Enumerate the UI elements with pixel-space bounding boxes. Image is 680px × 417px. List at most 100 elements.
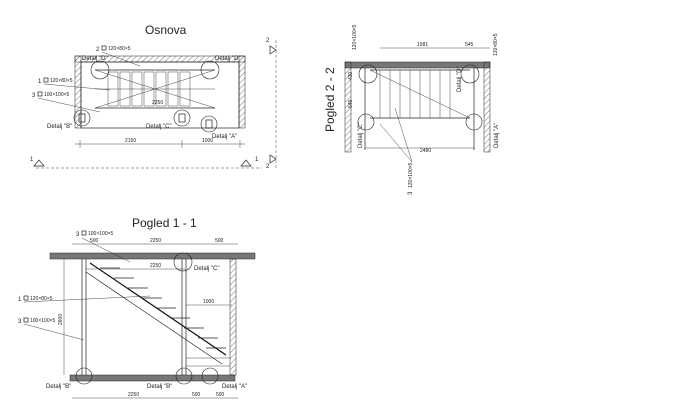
osnova-section-1-arrow bbox=[33, 159, 45, 167]
pogled22-detail-c-label: Detalj "C" bbox=[358, 122, 364, 148]
pogled11-detail-c-label: Detalj "C" bbox=[194, 266, 220, 272]
osnova-dim-inner: 2250 bbox=[152, 100, 163, 106]
pogled22-leader bbox=[394, 107, 413, 163]
pogled11-dim-2250-inner: 2250 bbox=[150, 263, 161, 269]
pogled11-marker-3-top: 3 bbox=[76, 232, 80, 238]
osnova-detail-c-label: Detalj "C" bbox=[146, 124, 172, 130]
pogled11-dim-1000: 1000 bbox=[203, 299, 214, 305]
pogled22-detail-d-label: Detalj "D" bbox=[457, 66, 463, 92]
pogled22-dim-2480: 2480 bbox=[420, 148, 431, 154]
pogled22-detail-d-circle bbox=[358, 64, 378, 84]
pogled11-stringer-lower bbox=[85, 271, 223, 365]
osnova-post bbox=[78, 113, 86, 123]
pogled11-right-wall bbox=[229, 258, 237, 376]
pogled11-profile-symbol bbox=[23, 295, 29, 301]
osnova-diagonal bbox=[94, 69, 216, 109]
pogled22-detail-d-circle bbox=[460, 64, 480, 84]
pogled22-marker-3: 3 bbox=[408, 191, 414, 195]
pogled11-profile-symbol bbox=[23, 317, 29, 323]
pogled11-dim-2600: 2600 bbox=[58, 314, 64, 325]
osnova-detail-d-right-label: Detalj "D" bbox=[215, 56, 241, 62]
osnova-detail-b-label: Detalj "B" bbox=[47, 124, 72, 130]
osnova-marker-3: 3 bbox=[32, 93, 36, 99]
pogled11-detail-b-left-label: Detalj "B" bbox=[46, 384, 71, 390]
osnova-detail-d-left-circle bbox=[90, 60, 110, 80]
osnova-profile-1-symbol bbox=[43, 77, 49, 83]
pogled11-treads bbox=[100, 267, 226, 349]
pogled11-detail-b-right-circle bbox=[175, 367, 193, 385]
pogled11-dim-500-right: 500 bbox=[215, 238, 224, 244]
pogled11-leader bbox=[23, 295, 151, 303]
pogled22-dim-545v: 545 bbox=[348, 99, 354, 108]
pogled22-dim-1581: 1581 bbox=[417, 42, 428, 48]
pogled-2-2-view: Pogled 2 - 2 Detalj "C" Detalj "A" Detal… bbox=[323, 24, 500, 195]
pogled22-balusters bbox=[379, 70, 451, 118]
osnova-post bbox=[205, 119, 213, 129]
osnova-detail-b-circle bbox=[73, 109, 91, 127]
pogled11-detail-c-circle bbox=[173, 252, 193, 272]
pogled22-right-wall bbox=[483, 61, 491, 153]
osnova-profile-3: 100×100×5 bbox=[44, 92, 70, 98]
pogled11-dim-500-bottom-1: 500 bbox=[192, 392, 201, 398]
pogled22-leader bbox=[379, 123, 413, 163]
osnova-section-1-right: 1 bbox=[255, 157, 259, 163]
osnova-dim-1000: 1000 bbox=[202, 138, 213, 144]
osnova-detail-d-left-label: Detalj "D" bbox=[82, 56, 108, 62]
pogled22-diagonal bbox=[369, 69, 471, 119]
pogled11-dim-500-left: 500 bbox=[90, 238, 99, 244]
pogled22-dim-545: 545 bbox=[465, 42, 474, 48]
pogled11-profile-symbol bbox=[81, 230, 87, 236]
osnova-profile-1: 120×80×5 bbox=[50, 78, 73, 84]
osnova-stair-outline bbox=[80, 61, 240, 129]
osnova-marker-2: 2 bbox=[96, 47, 100, 53]
pogled-1-1-view: Pogled 1 - 1 Deta bbox=[18, 216, 256, 399]
osnova-leader bbox=[37, 97, 101, 113]
osnova-title: Osnova bbox=[145, 23, 187, 37]
osnova-profile-2: 120×80×5 bbox=[108, 46, 131, 52]
pogled11-detail-b-right-label: Detalj "B" bbox=[147, 384, 172, 390]
osnova-profile-3-symbol bbox=[37, 91, 43, 97]
osnova-leader bbox=[101, 51, 141, 67]
pogled11-leader bbox=[81, 237, 131, 263]
pogled22-detail-a-label: Detalj "A" bbox=[494, 123, 500, 148]
pogled22-profile-top: 120×100×5 bbox=[352, 24, 358, 50]
osnova-section-1-left: 1 bbox=[30, 157, 34, 163]
osnova-right-wall bbox=[238, 55, 246, 129]
pogled11-floor-slab bbox=[69, 374, 236, 382]
pogled11-detail-a-label: Detalj "A" bbox=[222, 384, 247, 390]
pogled22-left-wall bbox=[344, 61, 352, 153]
pogled22-profile-right: 120×80×5 bbox=[493, 33, 499, 56]
osnova-detail-c-circle bbox=[173, 109, 191, 127]
osnova-profile-2-symbol bbox=[101, 45, 107, 51]
osnova-leader bbox=[43, 83, 111, 91]
pogled-1-1-title: Pogled 1 - 1 bbox=[132, 216, 197, 230]
osnova-section-2-top: 2 bbox=[266, 38, 270, 44]
osnova-section-2-arrow bbox=[269, 154, 277, 164]
osnova-view: Osnova Detalj "D bbox=[30, 23, 277, 170]
pogled11-marker-3: 3 bbox=[18, 319, 22, 325]
pogled11-profile-1: 120×80×5 bbox=[30, 296, 53, 302]
pogled11-detail-a-circle bbox=[201, 367, 219, 385]
osnova-detail-a-label: Detalj "A" bbox=[212, 134, 237, 140]
osnova-section-2-arrow bbox=[269, 45, 277, 55]
osnova-section-2-bottom: 2 bbox=[266, 164, 270, 170]
pogled11-profile-3: 100×100×5 bbox=[30, 318, 56, 324]
osnova-section-1-arrow bbox=[240, 159, 252, 167]
pogled11-dim-500-bottom-2: 500 bbox=[216, 392, 225, 398]
pogled11-profile-top: 100×100×5 bbox=[88, 231, 114, 237]
pogled22-dim-430: 430 bbox=[348, 71, 354, 80]
osnova-dim-2150: 2150 bbox=[125, 138, 136, 144]
pogled11-dim-2250-bottom: 2250 bbox=[128, 392, 139, 398]
pogled11-marker-1: 1 bbox=[18, 297, 22, 303]
pogled11-detail-b-left-circle bbox=[75, 367, 93, 385]
pogled22-profile-bottom: 120×100×5 bbox=[408, 162, 414, 188]
pogled22-detail-c-circle bbox=[357, 113, 375, 131]
pogled11-stringer bbox=[89, 262, 227, 356]
osnova-post bbox=[178, 113, 186, 123]
pogled11-leader bbox=[23, 323, 85, 341]
pogled-2-2-title: Pogled 2 - 2 bbox=[323, 67, 337, 132]
pogled11-dim-2250-top: 2250 bbox=[150, 238, 161, 244]
osnova-detail-a-circle bbox=[200, 115, 218, 133]
osnova-marker-1: 1 bbox=[38, 79, 42, 85]
